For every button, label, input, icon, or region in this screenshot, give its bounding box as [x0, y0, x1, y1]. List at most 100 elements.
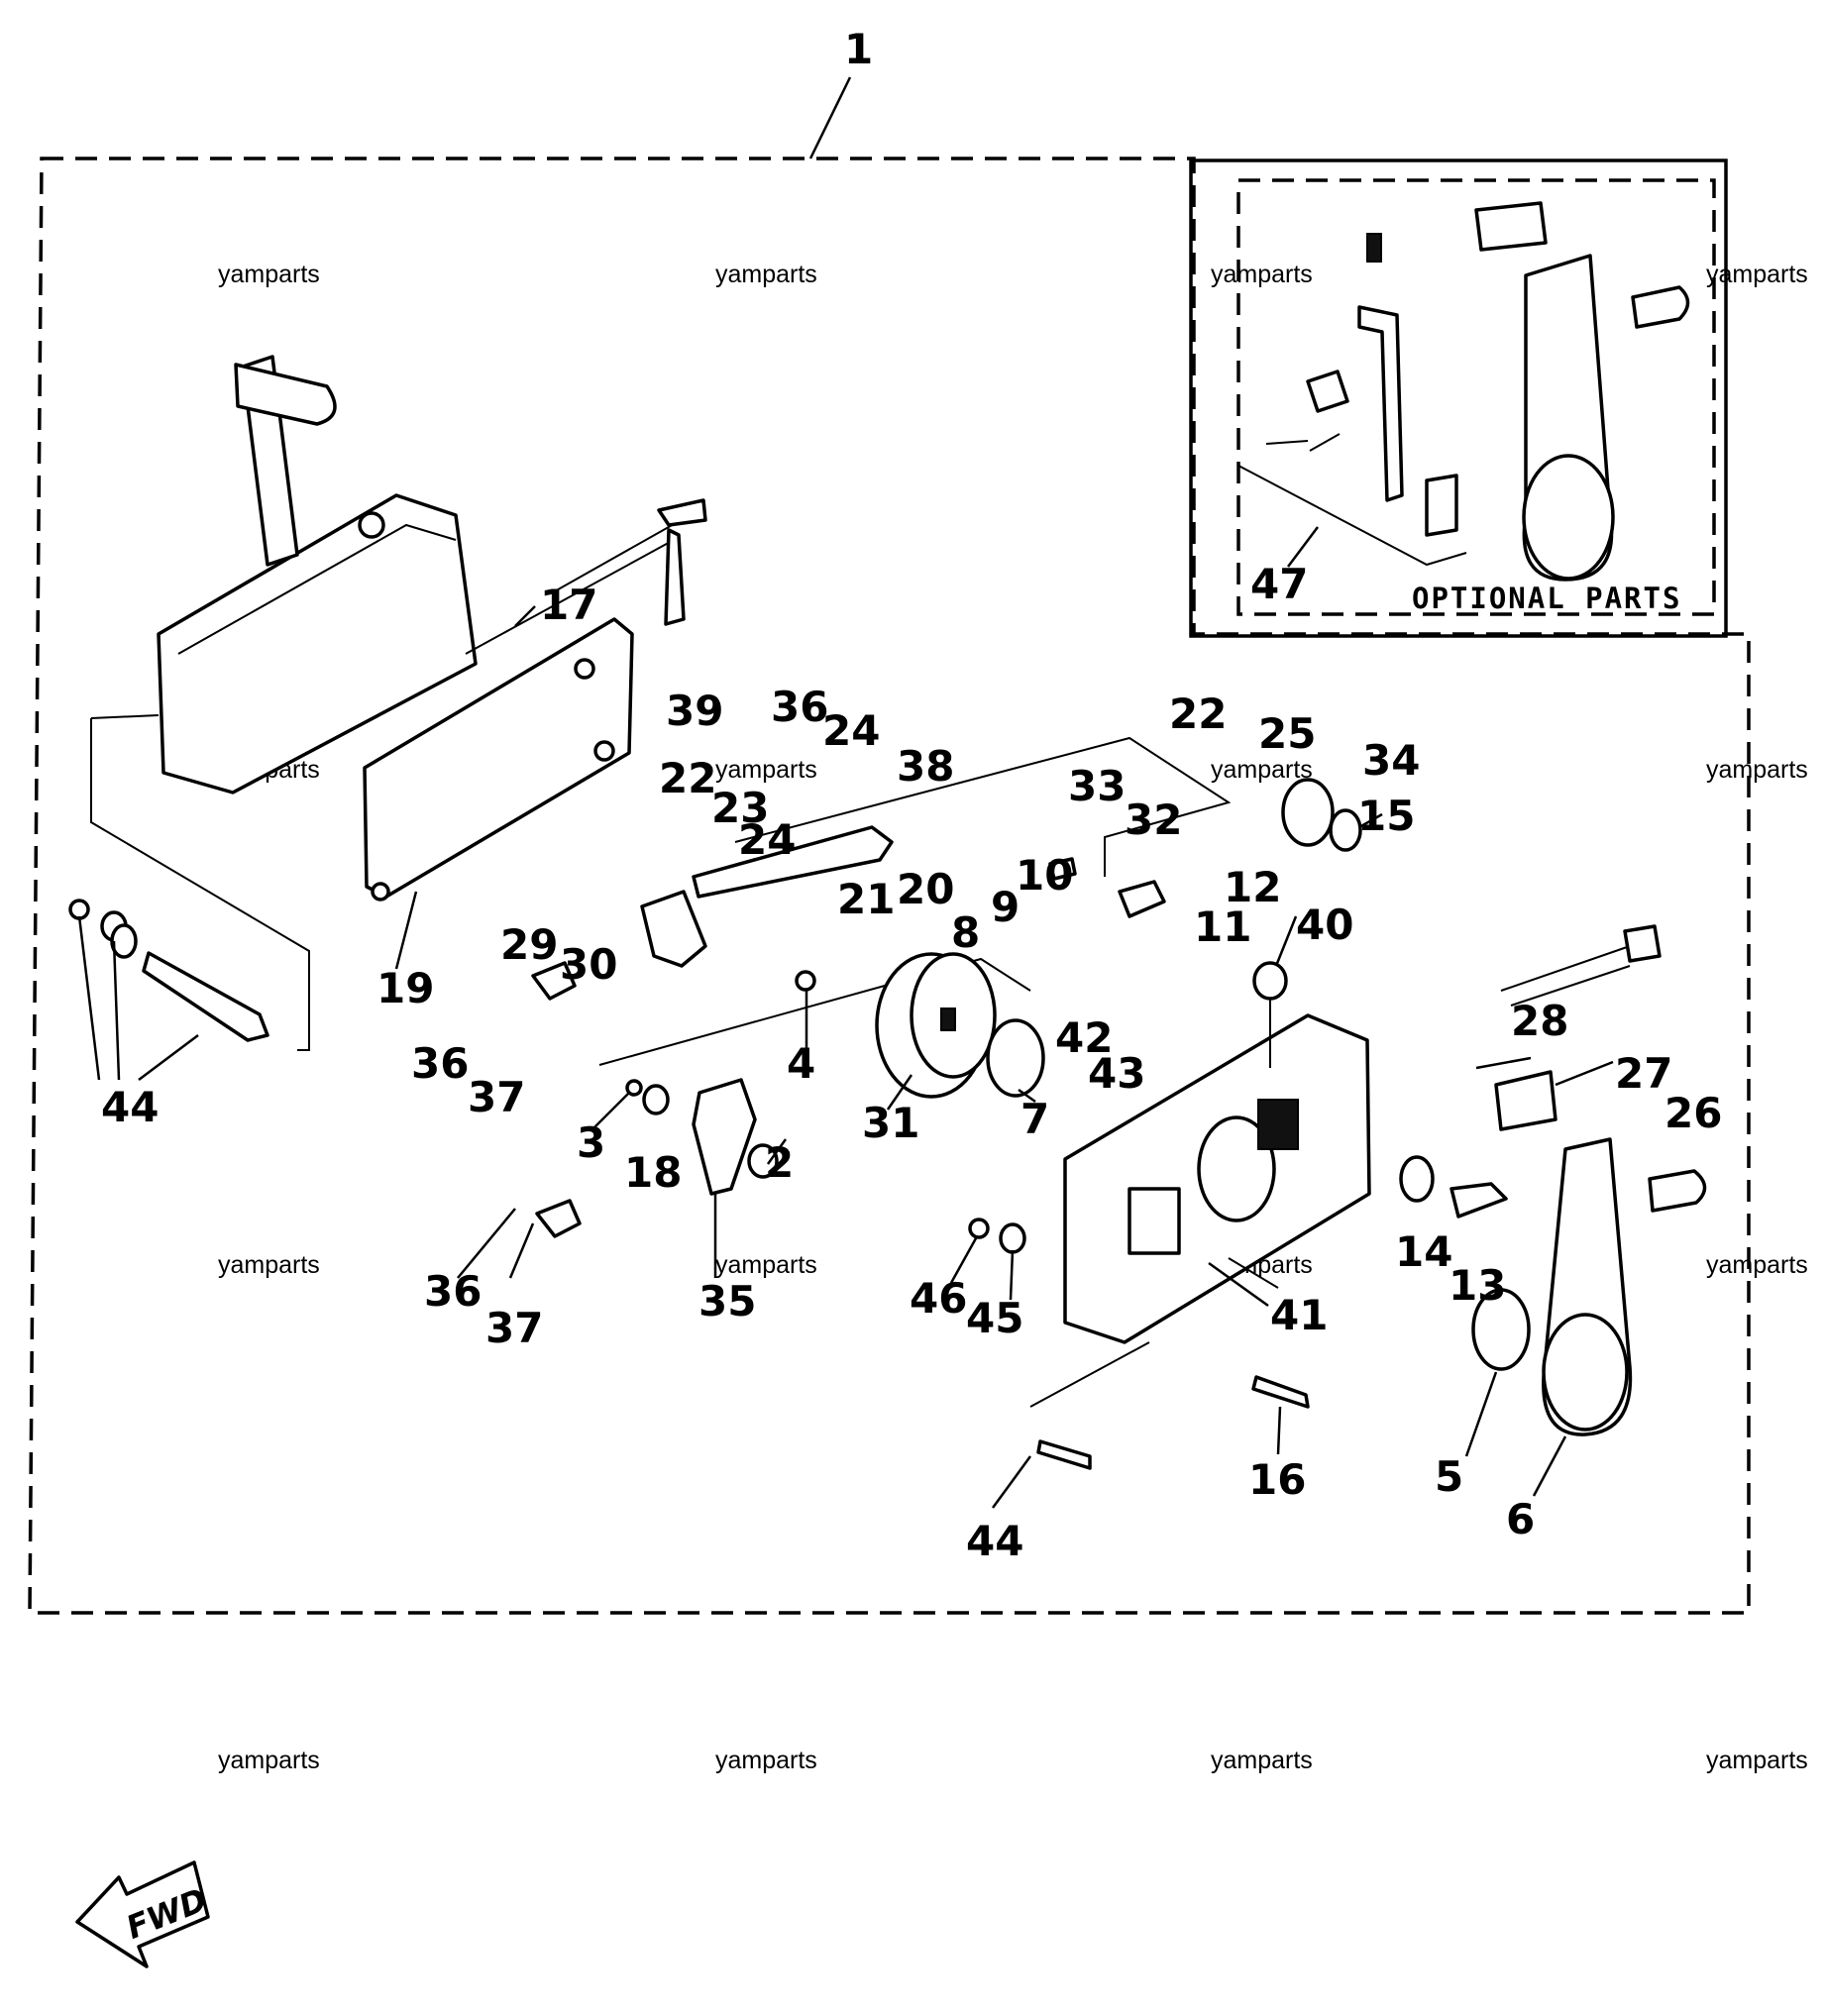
- cable-bracket: [664, 528, 686, 626]
- link-arm-38: [692, 825, 894, 899]
- watermark: yamparts: [715, 261, 817, 288]
- nut-46: [968, 1218, 990, 1239]
- control-box-housing: [157, 493, 478, 795]
- holder-37-upper: [531, 961, 577, 1001]
- callout-33: 33: [1068, 762, 1126, 810]
- control-handle-grip: [234, 363, 337, 426]
- watermark: yamparts: [1706, 1251, 1808, 1279]
- callout-11: 11: [1194, 902, 1251, 951]
- callout-22b: 22: [1169, 690, 1227, 738]
- cover-hole: [371, 882, 390, 902]
- control-box-41-label: [1127, 1187, 1181, 1255]
- callout-layer: 2 3 4 5 6 7 8 9 10 11 12 13 14 15 16 17 …: [101, 581, 1722, 1565]
- callout-16: 16: [1248, 1455, 1306, 1504]
- callout-7: 7: [1020, 1095, 1049, 1143]
- callout-27: 27: [1615, 1049, 1672, 1098]
- optional-parts-label: OPTIONAL PARTS: [1412, 582, 1681, 615]
- arm-35-upper: [640, 890, 707, 968]
- callout-9: 9: [991, 883, 1020, 931]
- callout-36b: 36: [411, 1039, 469, 1088]
- callout-39: 39: [666, 687, 723, 735]
- plate-32: [1048, 857, 1077, 881]
- callout-44b: 44: [966, 1517, 1023, 1565]
- watermark: yamparts: [1706, 1747, 1808, 1774]
- mechanism-plane: [598, 957, 1031, 1066]
- watermark: yamparts: [1211, 756, 1313, 784]
- bolt-set-44: [68, 899, 269, 1042]
- callout-14: 14: [1395, 1227, 1452, 1276]
- bushing-4: [795, 970, 816, 992]
- watermark: yamparts: [715, 1747, 817, 1774]
- watermark: yamparts: [715, 756, 817, 784]
- optional-knob: [1631, 285, 1690, 329]
- callout-41: 41: [1270, 1291, 1328, 1339]
- fwd-arrow-shape: [75, 1860, 210, 1968]
- callout-4: 4: [787, 1039, 815, 1088]
- callout-32: 32: [1125, 796, 1182, 844]
- callout-25: 25: [1258, 709, 1316, 758]
- optional-screw: [1265, 433, 1341, 452]
- cable-rod-right: [1500, 945, 1631, 1007]
- callout-38: 38: [897, 742, 954, 791]
- callout-44: 44: [101, 1083, 159, 1131]
- cam-13: [1449, 1182, 1508, 1219]
- washer-14: [1399, 1155, 1435, 1203]
- cable-end-right: [1623, 924, 1662, 963]
- leader-lines: [77, 605, 1614, 1509]
- callout-22: 22: [659, 754, 716, 802]
- optional-parts-box: OPTIONAL PARTS 47: [1189, 159, 1728, 638]
- ring-3: [625, 1079, 643, 1097]
- gear-disk-slot: [940, 1008, 956, 1031]
- knob-26: [1648, 1169, 1707, 1213]
- callout-28: 28: [1511, 997, 1568, 1045]
- callout-40: 40: [1296, 901, 1353, 949]
- callout-3: 3: [577, 1118, 605, 1167]
- washer: [110, 923, 138, 959]
- optional-guide-line: [1237, 465, 1467, 567]
- callout-5: 5: [1435, 1452, 1463, 1501]
- cover-hole: [593, 740, 615, 762]
- callout-13: 13: [1449, 1261, 1506, 1310]
- watermark: yamparts: [1211, 1747, 1313, 1774]
- arm-35: [692, 1078, 757, 1196]
- callout-21: 21: [837, 875, 895, 923]
- optional-lever-hub: [1522, 454, 1615, 581]
- watermark: yamparts: [1706, 261, 1808, 288]
- optional-bracket: [1357, 305, 1404, 502]
- callout-35: 35: [698, 1277, 756, 1326]
- bolt-shaft: [142, 951, 269, 1042]
- watermark: yamparts: [218, 1747, 320, 1774]
- watermark: yamparts: [1211, 261, 1313, 288]
- callout-37b: 37: [485, 1304, 543, 1352]
- watermark: yamparts: [1706, 756, 1808, 784]
- callout-15: 15: [1357, 792, 1415, 840]
- holder-37-lower: [535, 1199, 582, 1238]
- circlip-18: [642, 1084, 670, 1115]
- housing-edge: [177, 523, 457, 655]
- control-box-left: [90, 355, 478, 1051]
- washer-2: [747, 1143, 779, 1179]
- knob-40: [1252, 961, 1288, 1001]
- leader-line: [1287, 526, 1319, 568]
- bolt-16: [1251, 1375, 1310, 1409]
- bracket-11: [1118, 880, 1166, 918]
- cable-end: [657, 498, 707, 527]
- control-box-41-boss: [1197, 1115, 1276, 1222]
- watermark: yamparts: [218, 1251, 320, 1279]
- mechanism-plane: [734, 736, 1232, 877]
- callout-20: 20: [897, 865, 954, 913]
- optional-plate: [1425, 474, 1458, 537]
- callout-37: 37: [468, 1073, 525, 1121]
- lever-6-hub: [1542, 1313, 1629, 1432]
- housing-screw: [358, 511, 385, 539]
- optional-clip: [1306, 370, 1349, 413]
- callout-12: 12: [1224, 863, 1281, 911]
- washer-5: [1471, 1288, 1531, 1371]
- callout-10: 10: [1016, 851, 1073, 900]
- control-box-right: [1029, 1013, 1371, 1408]
- callout-47: 47: [1250, 560, 1308, 608]
- callout-42: 42: [1055, 1013, 1113, 1062]
- callout-24: 24: [822, 706, 880, 755]
- callout-24b: 24: [738, 815, 796, 864]
